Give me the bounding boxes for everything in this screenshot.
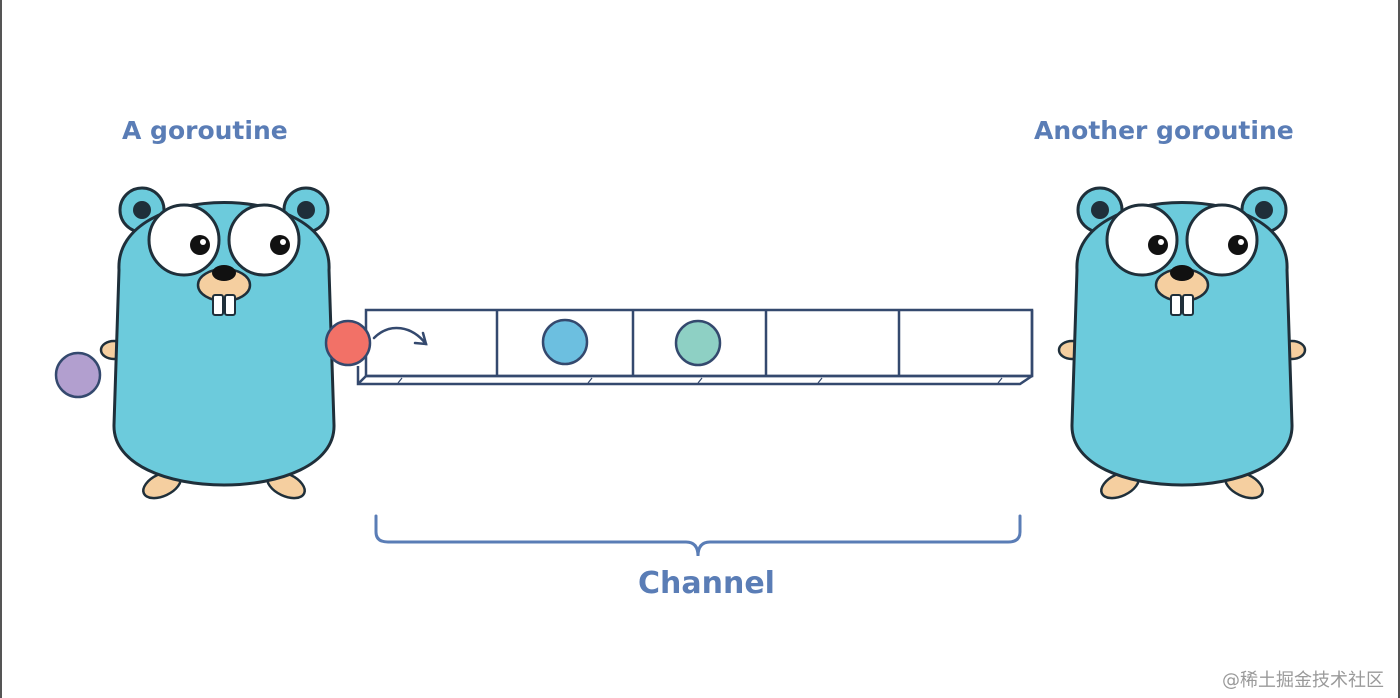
ball-blue [541, 318, 589, 366]
channel-label: Channel [638, 566, 775, 601]
ball-teal [674, 319, 722, 367]
watermark: @稀土掘金技术社区 [1222, 670, 1384, 691]
send-arrow-icon [372, 326, 428, 346]
channel-bracket [374, 514, 1022, 557]
left-goroutine-label: A goroutine [122, 116, 288, 145]
ball-purple [54, 351, 102, 399]
right-gopher [1057, 186, 1307, 505]
left-gopher [99, 186, 349, 505]
right-goroutine-label: Another goroutine [1034, 116, 1294, 145]
ball-red [324, 319, 372, 367]
